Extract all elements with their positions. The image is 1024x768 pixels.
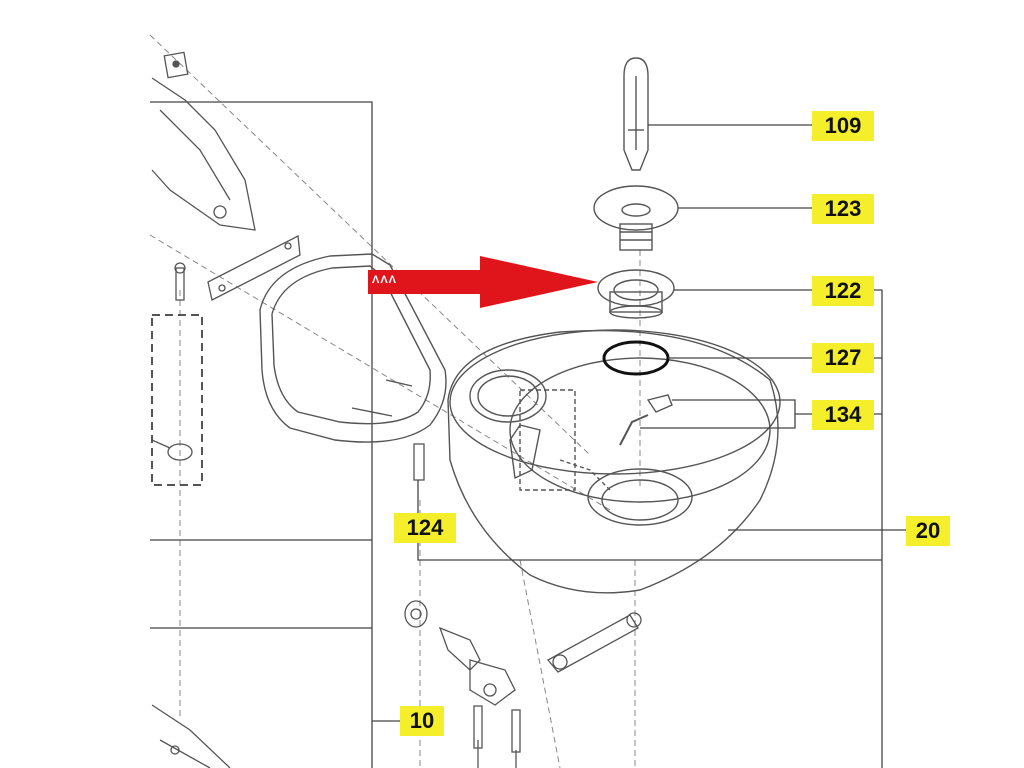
callout-123: 123 [812, 194, 874, 224]
bowl-drawing [447, 329, 781, 594]
frame-lines [150, 101, 400, 768]
callout-20: 20 [906, 516, 950, 546]
seat-ring-drawing [259, 253, 447, 443]
callout-10: 10 [400, 706, 444, 736]
callout-127: 127 [812, 343, 874, 373]
callout-134: 134 [812, 400, 874, 430]
callout-122: 122 [812, 276, 874, 306]
callout-124: 124 [394, 513, 456, 543]
left-fixture-drawing [151, 51, 301, 768]
arrow-label: ΛΛΛ [372, 274, 398, 286]
pump-parts-drawing [404, 443, 642, 768]
drain-parts-drawing [593, 57, 679, 319]
red-arrow-icon [368, 256, 598, 308]
callout-109: 109 [812, 111, 874, 141]
